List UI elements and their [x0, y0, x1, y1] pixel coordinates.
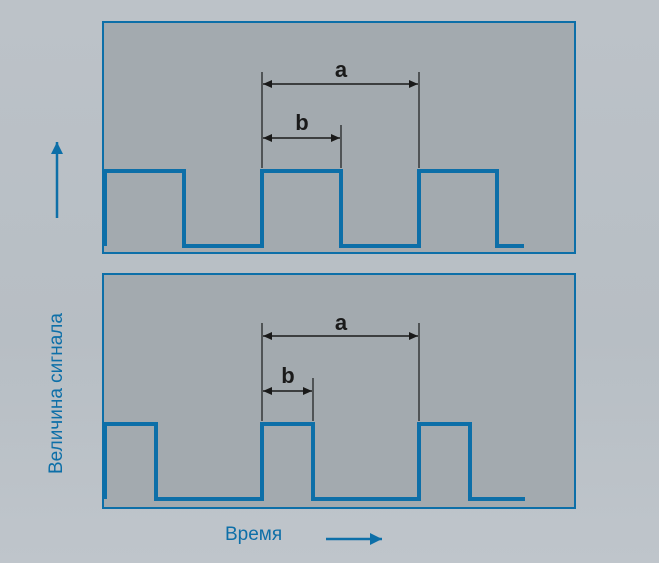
signal-top	[103, 169, 524, 248]
panel-bottom-frame	[102, 273, 576, 509]
period-label-bottom: a	[335, 310, 348, 335]
y-axis-label: Величина сигнала	[46, 313, 67, 474]
x-axis-label: Время	[225, 524, 283, 545]
panel-top: a b	[102, 21, 576, 254]
panel-bottom: a b	[102, 273, 576, 509]
pulse-width-label-top: b	[295, 110, 308, 135]
signal-bottom	[103, 422, 525, 501]
period-label-top: a	[335, 57, 348, 82]
pulse-width-label-bottom: b	[281, 363, 294, 388]
